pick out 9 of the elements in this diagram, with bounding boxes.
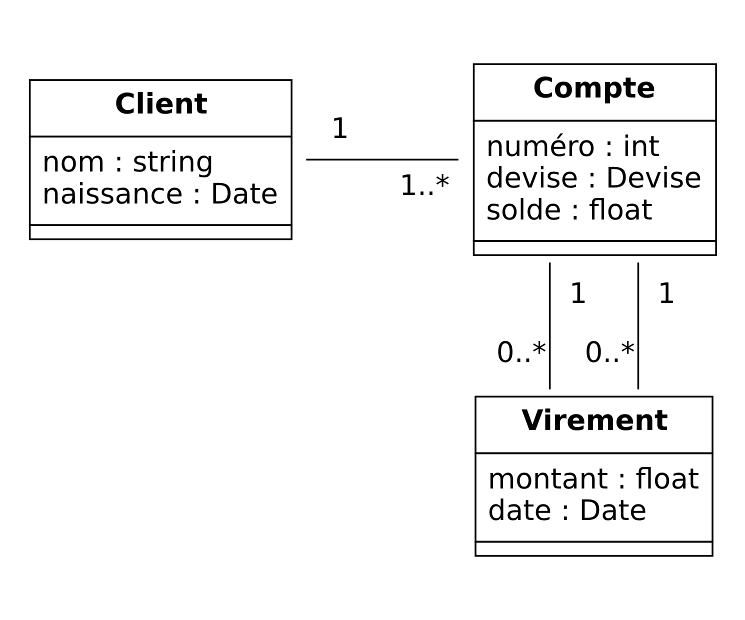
label: 0..* (584, 336, 635, 370)
label: 1..* (399, 168, 450, 202)
connector (306, 158, 458, 161)
connector (548, 262, 551, 390)
label: 1 (569, 277, 588, 310)
connector (637, 262, 640, 390)
label: 0..* (496, 336, 546, 370)
label: 1 (331, 112, 350, 145)
label: 1 (658, 277, 676, 310)
